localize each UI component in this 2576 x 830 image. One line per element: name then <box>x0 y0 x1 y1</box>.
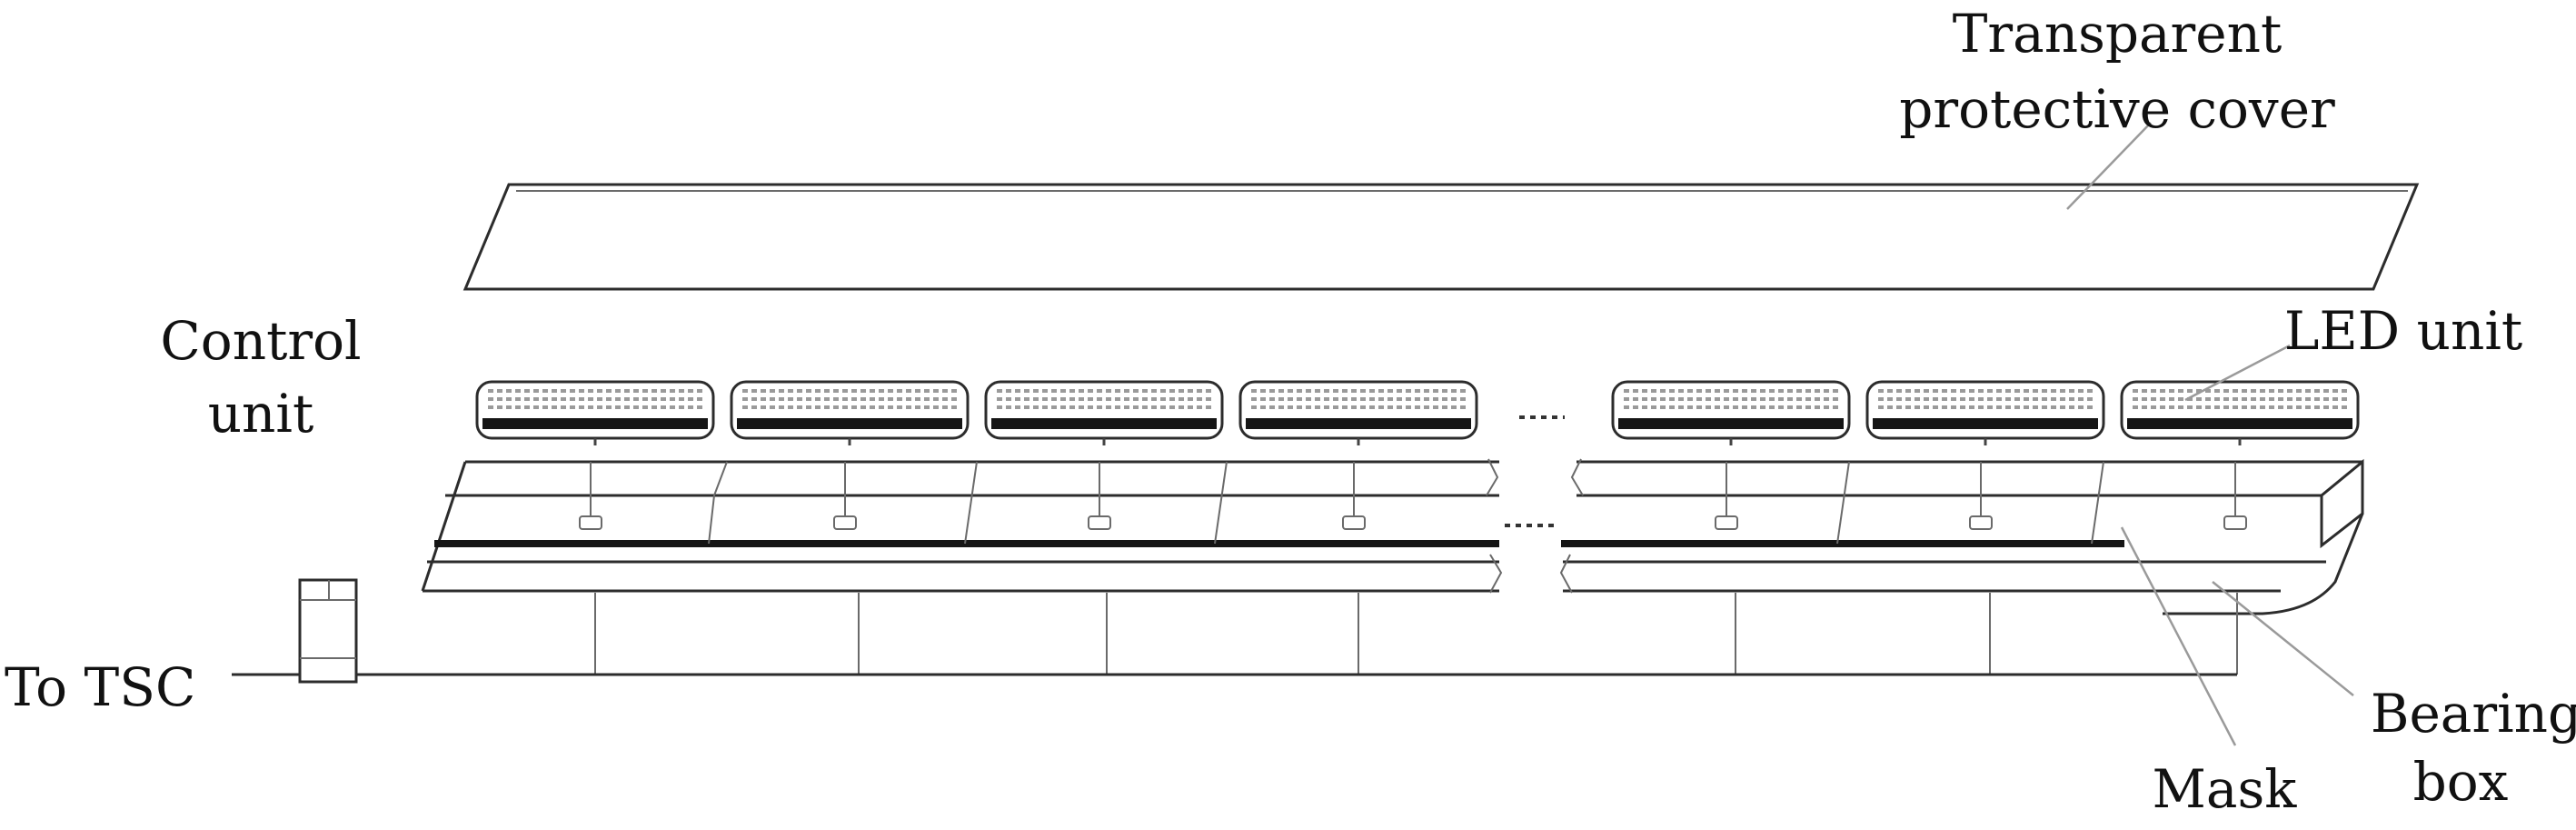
led-unit <box>984 380 1224 445</box>
led-unit <box>1611 380 1851 445</box>
led-unit-label: LED unit <box>2284 300 2522 362</box>
mounting-pad <box>1088 515 1111 530</box>
led-units <box>475 380 2360 445</box>
control-unit <box>298 578 358 684</box>
bearing-box-label-line2: box <box>2413 751 2509 813</box>
mounting-pad <box>579 515 602 530</box>
base-frame <box>594 593 2238 675</box>
control-unit-label-line2: unit <box>208 383 314 445</box>
led-unit <box>1238 380 1478 445</box>
led-unit <box>2120 380 2360 445</box>
bearing-box-label-line1: Bearing <box>2371 683 2576 745</box>
protective-cover <box>462 183 2420 291</box>
led-unit <box>1865 380 2105 445</box>
mounting-pad <box>2223 515 2247 530</box>
mounting-pad <box>833 515 857 530</box>
control-unit-label-line1: Control <box>160 310 361 372</box>
cover-label-line1: Transparent <box>1953 3 2283 65</box>
led-unit <box>475 380 715 445</box>
led-unit <box>730 380 970 445</box>
leader-lines <box>2066 122 2354 746</box>
bearing-box <box>421 458 2364 615</box>
mounting-pad <box>1342 515 1366 530</box>
mounting-posts <box>579 462 2247 530</box>
to-tsc-label: To TSC <box>5 656 195 718</box>
mounting-pad <box>1969 515 1993 530</box>
mounting-pad <box>1715 515 1738 530</box>
cover-label-line2: protective cover <box>1899 78 2335 140</box>
mask-label: Mask <box>2153 758 2298 820</box>
